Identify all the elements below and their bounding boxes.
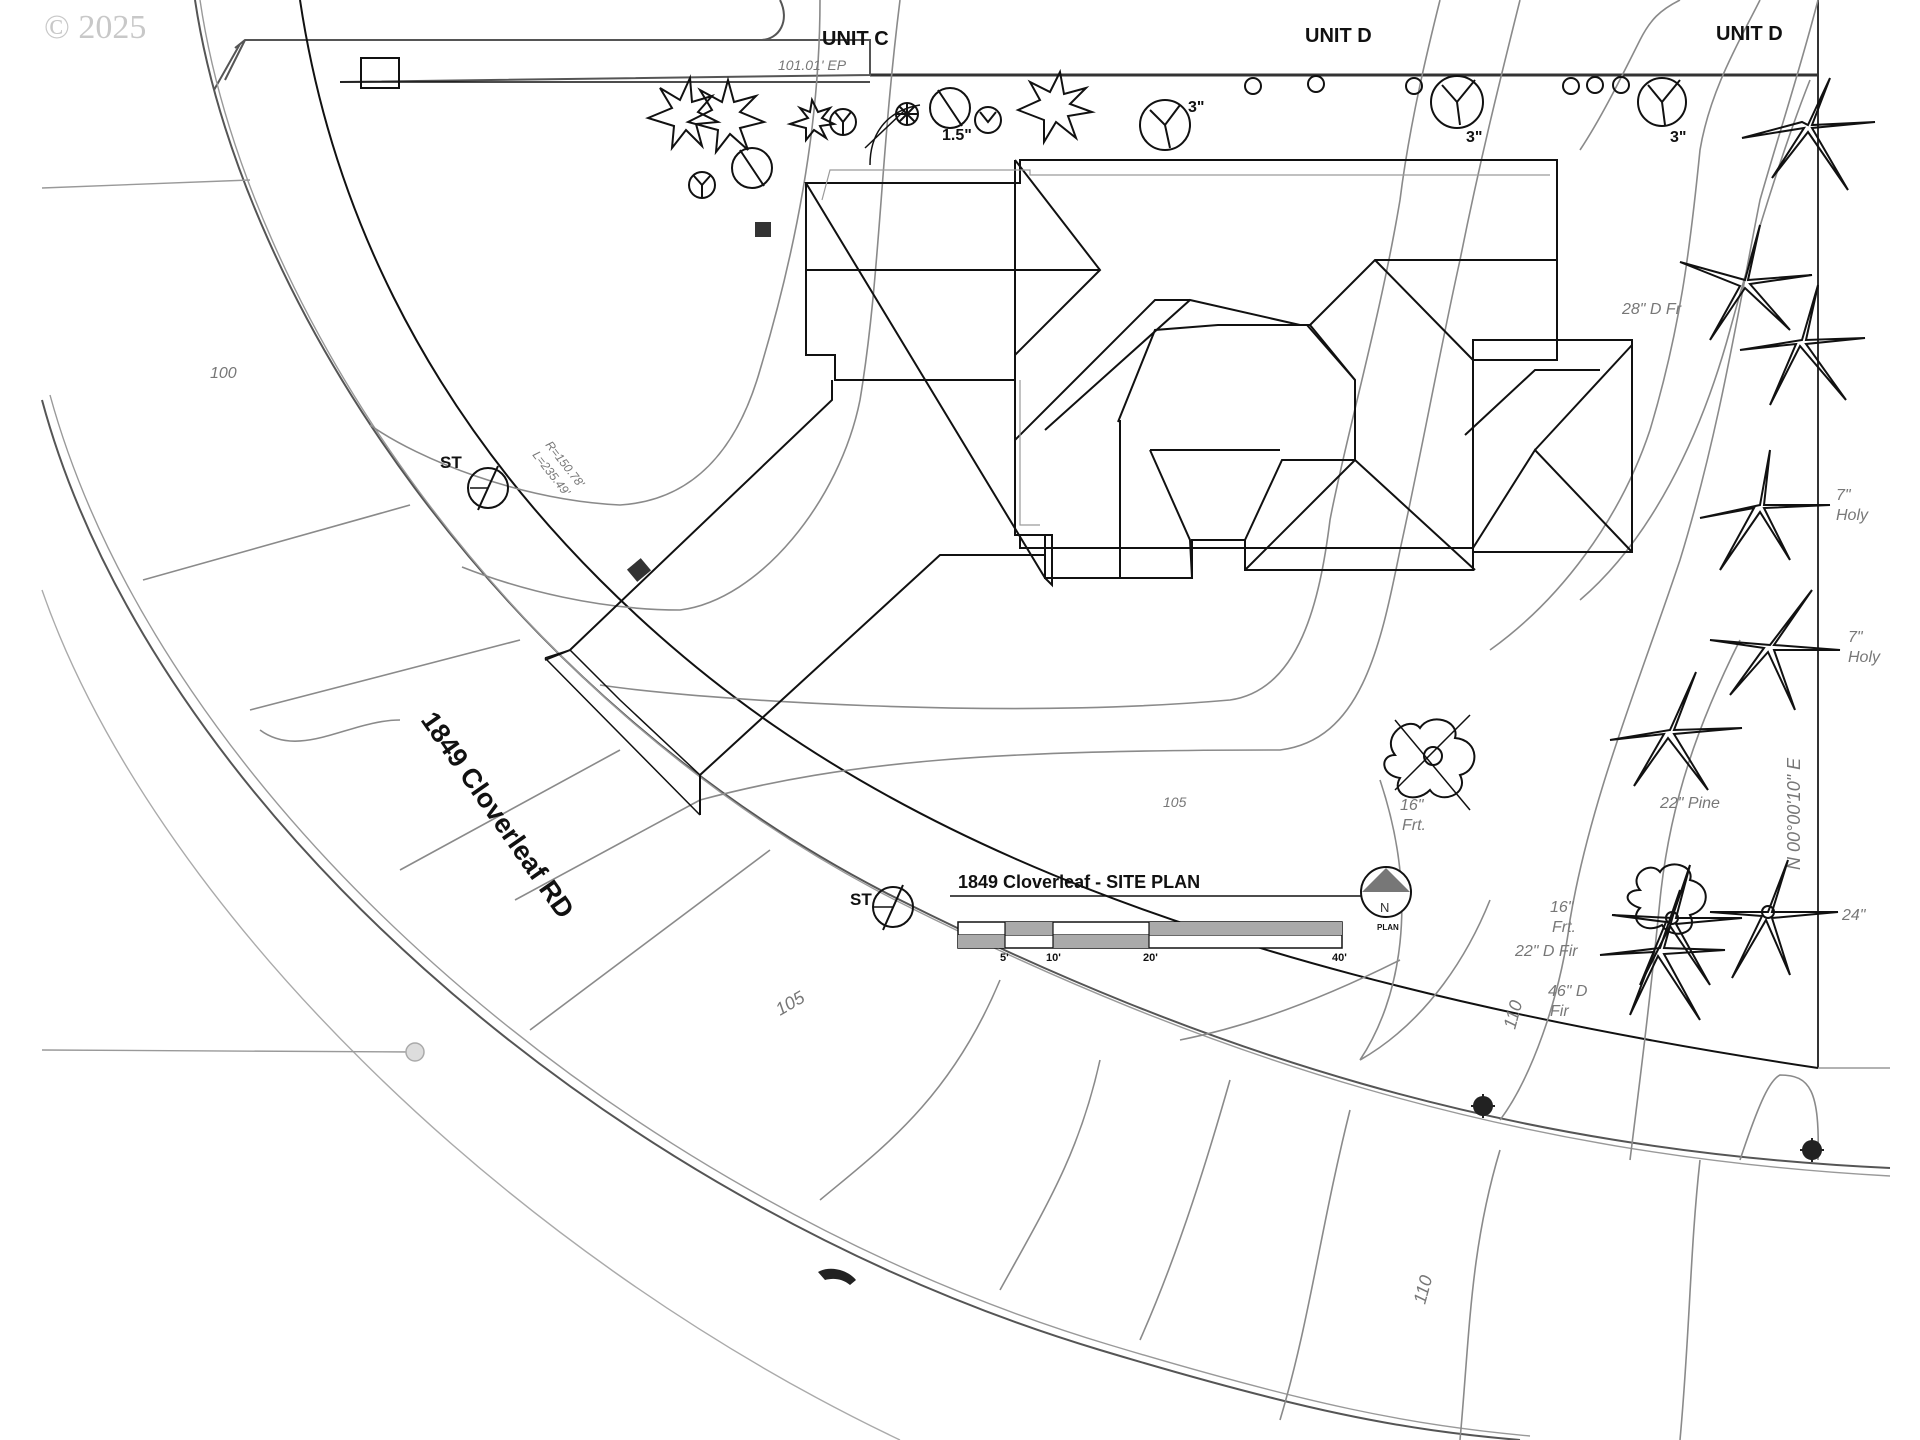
site-plan-title: 1849 Cloverleaf - SITE PLAN: [958, 872, 1200, 892]
tree-label: Fir: [1550, 1003, 1569, 1020]
tree-label: 16": [1550, 899, 1575, 916]
ep-label: 101.01' EP: [778, 57, 847, 73]
unit-d-label: UNIT D: [1305, 25, 1372, 47]
contour-label-110-south: 110: [1410, 1273, 1437, 1306]
house-footprint: [804, 159, 1633, 588]
contour-label-105: 105: [1163, 794, 1187, 810]
st-label: ST: [440, 453, 462, 472]
tree-label: 22" D Fir: [1514, 943, 1578, 960]
tree-label: Frt.: [1402, 817, 1426, 834]
tree-label: 46" D: [1548, 983, 1588, 1000]
tree-label: Holy: [1848, 649, 1881, 666]
bearing-label: N 00°00'10" E: [1784, 757, 1804, 870]
tree-label: Holy: [1836, 507, 1869, 524]
st-label: ST: [850, 890, 872, 909]
north-caption: PLAN: [1377, 923, 1399, 932]
contour-lines: [142, 0, 1820, 1440]
tree-label: 3": [1670, 129, 1686, 146]
north-trees: [688, 75, 1687, 199]
contour-label-100: 100: [210, 365, 237, 382]
driveway: [544, 104, 1045, 816]
tree-label: 1.5": [942, 127, 972, 144]
road-name-label: 1849 Cloverleaf RD: [415, 706, 580, 924]
spiky-trees: [645, 68, 1096, 156]
contour-label-110: 110: [1500, 998, 1527, 1031]
tree-label: 3": [1188, 99, 1204, 116]
north-letter: N: [1380, 900, 1389, 915]
utility-box: [755, 222, 771, 237]
scale-tick-label: 5': [1000, 952, 1009, 964]
tree-label: 7": [1848, 629, 1864, 646]
road-edges: [41, 0, 1891, 1440]
site-plan-title-block: 1849 Cloverleaf - SITE PLAN 5' 10' 20' 4…: [950, 866, 1412, 964]
street-tree-icon: [872, 884, 914, 931]
dark-tree-symbols: [1471, 1094, 1824, 1162]
hydrant-icon: [818, 1268, 856, 1285]
tree-label: Frt.: [1552, 919, 1576, 936]
tree-label: 28" D Fr: [1621, 301, 1682, 318]
street-tree-icon: [467, 465, 509, 511]
tree-label: 22" Pine: [1659, 795, 1720, 812]
unit-c-label: UNIT C: [822, 28, 889, 50]
tree-label: 7": [1836, 487, 1852, 504]
star-trees: [1599, 77, 1876, 1021]
tree-label: 24": [1841, 907, 1867, 924]
tree-label: 16": [1400, 797, 1425, 814]
north-arrow-icon: N PLAN: [1360, 866, 1412, 932]
tree-label: 3": [1466, 129, 1482, 146]
scale-tick-label: 10': [1046, 952, 1061, 964]
utility-box: [626, 558, 652, 582]
contour-label-105-south: 105: [772, 987, 809, 1020]
property-lines: [213, 0, 1890, 1069]
copyright-watermark: © 2025: [44, 9, 146, 46]
scale-tick-label: 40': [1332, 952, 1347, 964]
fruit-trees: [1383, 714, 1707, 935]
unit-d-label-east: UNIT D: [1716, 23, 1783, 45]
scale-tick-label: 20': [1143, 952, 1158, 964]
